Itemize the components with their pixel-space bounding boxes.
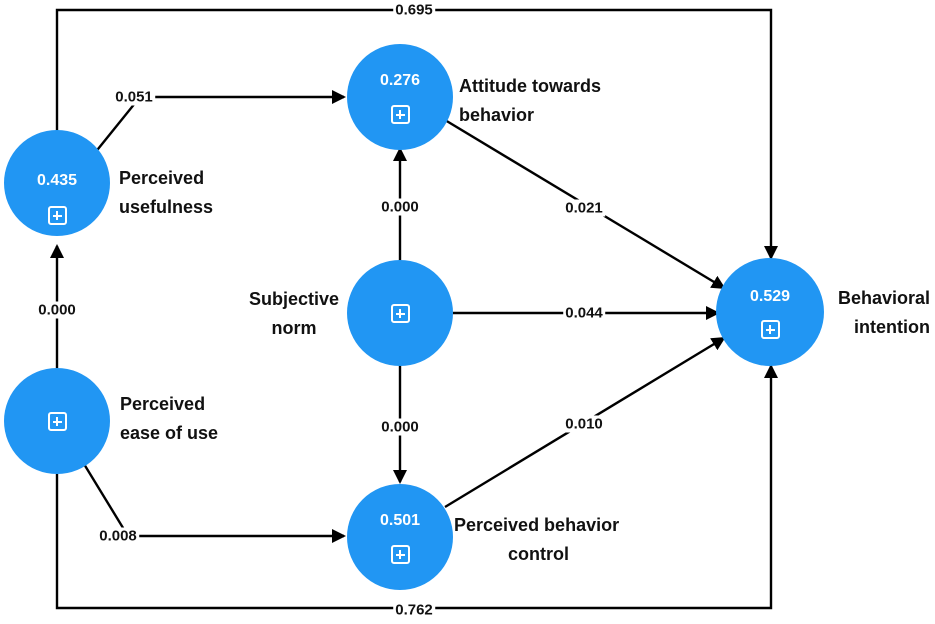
r-squared-value: 0.276 — [379, 72, 421, 89]
plus-square-icon[interactable] — [390, 105, 410, 124]
node-perceived-usefulness[interactable]: 0.435 — [4, 130, 110, 236]
r-squared-value: 0.529 — [749, 288, 791, 305]
coef-peu-pbc: 0.008 — [97, 527, 139, 545]
path-peu-pbc — [82, 463, 346, 543]
coef-pu-bi: 0.695 — [393, 1, 435, 19]
plus-square-icon[interactable] — [390, 545, 410, 564]
plus-square-icon[interactable] — [390, 304, 410, 323]
r-squared-value: 0.435 — [36, 172, 78, 189]
coef-pu-att: 0.051 — [113, 88, 155, 106]
node-behavioral-intention[interactable]: 0.529 — [716, 258, 824, 366]
node-subjective-norm[interactable] — [347, 260, 453, 366]
node-attitude-towards-behavior[interactable]: 0.276 — [347, 44, 453, 150]
plus-square-icon[interactable] — [47, 412, 67, 431]
coef-peu-pu: 0.000 — [36, 301, 78, 319]
path-pu-att — [93, 90, 346, 155]
r-squared-value: 0.501 — [379, 512, 421, 529]
coef-sn-pbc: 0.000 — [379, 418, 421, 436]
coef-pbc-bi: 0.010 — [563, 415, 605, 433]
plus-square-icon[interactable] — [47, 206, 67, 225]
plus-square-icon[interactable] — [760, 320, 780, 339]
coef-sn-bi: 0.044 — [563, 304, 605, 322]
node-perceived-ease-of-use[interactable] — [4, 368, 110, 474]
coef-att-bi: 0.021 — [563, 199, 605, 217]
node-perceived-behavior-control[interactable]: 0.501 — [347, 484, 453, 590]
coef-peu-bi: 0.762 — [393, 601, 435, 619]
coef-sn-att: 0.000 — [379, 198, 421, 216]
